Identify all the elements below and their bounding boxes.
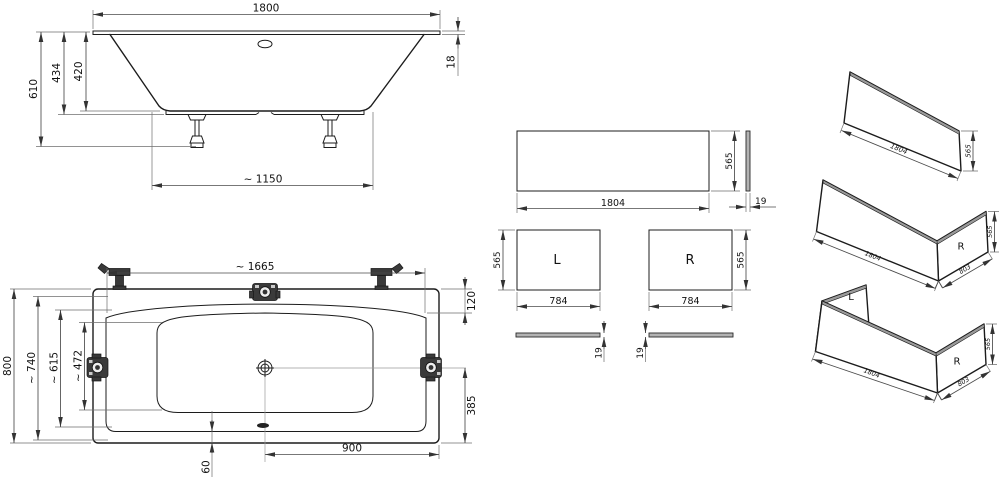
iso2-front-face <box>815 179 940 282</box>
dim-text-615: ~ 615 <box>49 352 61 384</box>
drain-symbol <box>256 359 274 377</box>
dim-text-1665: ~ 1665 <box>236 261 275 273</box>
dim-side-feet-spacing: ~ 1150 <box>151 112 374 190</box>
iso2-dim-height: 565 <box>986 225 994 237</box>
tub-skirt <box>165 111 365 115</box>
dim-text-right-width: 784 <box>681 296 699 307</box>
iso3-right-label: R <box>954 357 961 368</box>
front-panel-rect <box>516 130 710 192</box>
iso-panel-views: 1804 565 R 1804 803 565 <box>811 71 999 404</box>
plan-tub-outline <box>92 288 466 462</box>
iso2-right-label: R <box>958 242 965 253</box>
dim-text-right-thickness: 19 <box>636 347 646 359</box>
iso-front-left-right-panel: L R 1804 803 565 <box>811 284 997 404</box>
dim-text-740: ~ 740 <box>26 352 38 384</box>
iso-front-panel-only: 1804 565 <box>839 71 978 182</box>
dim-plan-inner-width: ~ 615 <box>49 309 112 428</box>
iso1-top-edge <box>849 71 960 136</box>
left-panel-rect <box>516 229 601 291</box>
left-panel-face: L 565 784 19 <box>493 229 607 362</box>
dim-text-900: 900 <box>342 443 362 455</box>
iso-front-right-panel: R 1804 803 565 <box>812 179 999 292</box>
dim-text-18: 18 <box>446 55 458 68</box>
dim-text-left-height: 565 <box>493 251 503 268</box>
iso3-dim-height: 565 <box>984 338 992 350</box>
side-elevation-view: 1800 610 434 420 18 ~ 1150 <box>28 3 465 190</box>
plan-view: ~ 1665 800 ~ 740 ~ 615 ~ 472 120 <box>2 261 478 477</box>
dim-plan-bowl-width: ~ 472 <box>73 322 162 411</box>
left-panel-edge-view <box>515 332 601 338</box>
dim-plan-base-offset: 60 <box>201 411 215 477</box>
left-panel-label: L <box>553 253 561 268</box>
dim-text-1800: 1800 <box>253 3 280 15</box>
panel-face-views: 1804 565 19 L 565 784 19 <box>493 130 776 362</box>
knob-fitting-right <box>420 353 442 382</box>
knob-fitting-top <box>249 283 281 301</box>
dim-text-front-thickness: 19 <box>755 197 767 207</box>
front-panel-edge-view <box>745 130 751 192</box>
dim-text-610: 610 <box>28 79 40 99</box>
dim-text-left-width: 784 <box>549 296 567 307</box>
dim-text-front-width: 1804 <box>601 198 625 209</box>
tub-rim-contour <box>105 303 427 432</box>
tub-rim-edge <box>92 30 441 35</box>
dim-text-800: 800 <box>2 356 14 376</box>
iso1-front-face <box>843 71 962 172</box>
dim-text-472: ~ 472 <box>73 350 85 382</box>
dim-text-1150: ~ 1150 <box>244 174 283 186</box>
front-panel-face: 1804 565 19 <box>516 130 776 213</box>
dim-text-420: 420 <box>73 61 85 81</box>
dim-text-front-height: 565 <box>725 152 735 169</box>
right-panel-face: R 565 784 19 <box>636 229 751 362</box>
tub-bowl-contour <box>156 312 374 413</box>
dim-plan-edge-offset: 120 <box>427 277 478 325</box>
dim-text-left-thickness: 19 <box>595 347 605 359</box>
dim-plan-drain-side: 385 <box>441 368 478 444</box>
dim-side-rim-thickness: 18 <box>442 17 465 76</box>
side-tub-outline <box>92 30 441 148</box>
iso1-dim-height: 565 <box>965 144 973 158</box>
dim-text-right-height: 565 <box>737 251 747 268</box>
iso3-top-edge <box>821 300 985 357</box>
dim-side-width: 1800 <box>92 3 441 29</box>
right-panel-edge-view <box>648 332 734 338</box>
dim-side-height-shell: 434 <box>51 32 164 115</box>
dim-text-120: 120 <box>466 291 478 311</box>
iso3-left-label: L <box>848 292 854 303</box>
dim-side-height-total: 610 <box>28 31 196 147</box>
dim-text-385: 385 <box>466 395 478 415</box>
right-panel-label: R <box>685 253 694 268</box>
handle-fitting-right <box>370 263 404 290</box>
dim-plan-rim-length: ~ 1665 <box>106 261 426 313</box>
dim-text-60: 60 <box>201 460 213 473</box>
dim-side-height-depth: 420 <box>73 32 160 112</box>
iso2-top-edge <box>822 179 987 245</box>
tub-shell <box>109 33 425 112</box>
dim-text-434: 434 <box>51 63 63 83</box>
handle-fitting-left <box>97 263 131 290</box>
dim-plan-rim-width: ~ 740 <box>26 296 108 441</box>
overflow-hole <box>257 39 273 49</box>
dim-plan-drain-end: 900 <box>265 443 440 459</box>
waste-outlet <box>257 423 269 428</box>
knob-fitting-left <box>86 353 109 382</box>
right-panel-rect <box>648 229 733 291</box>
adjustable-foot <box>320 114 340 148</box>
dim-plan-width: 800 <box>2 288 91 444</box>
adjustable-foot <box>187 114 207 148</box>
